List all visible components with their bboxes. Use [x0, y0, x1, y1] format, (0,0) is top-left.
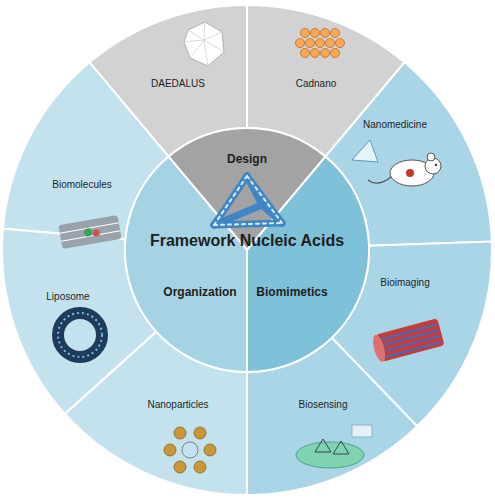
label-text: Organization: [163, 286, 236, 300]
category-label: Organization: [160, 284, 239, 302]
liposome-icon: [58, 313, 102, 357]
category-label: Design: [224, 151, 270, 169]
label-text: Biomimetics: [256, 286, 327, 300]
label-text: Biomolecules: [52, 179, 111, 191]
application-label: Liposome: [43, 289, 92, 305]
nanoparticle-icon: [164, 427, 216, 473]
application-label: Nanomedicine: [360, 117, 430, 133]
label-text: DAEDALUS: [151, 78, 205, 90]
label-text: Liposome: [46, 291, 89, 303]
label-text: Nanomedicine: [363, 119, 427, 131]
center-title: Framework Nucleic Acids: [147, 230, 347, 252]
design-tool-label: Cadnano: [293, 76, 340, 92]
biomolecule-icon: [58, 215, 121, 249]
label-text: Cadnano: [296, 78, 337, 90]
bundle-icon: [371, 318, 445, 363]
label-text: Framework Nucleic Acids: [150, 232, 344, 250]
label-text: Biosensing: [299, 399, 348, 411]
application-label: Nanoparticles: [144, 397, 211, 413]
application-label: Bioimaging: [377, 275, 432, 291]
application-label: Biosensing: [296, 397, 351, 413]
category-label: Biomimetics: [253, 284, 330, 302]
sensor-icon: [296, 425, 372, 468]
label-text: Bioimaging: [380, 277, 429, 289]
polyhedron-icon: [184, 22, 224, 66]
honeycomb-icon: [296, 29, 345, 58]
application-label: Biomolecules: [49, 177, 114, 193]
sector-wedge: [247, 157, 369, 372]
label-text: Design: [227, 153, 267, 167]
label-text: Nanoparticles: [147, 399, 208, 411]
sector-wedge: [125, 157, 247, 372]
tetrahedron-icon: [214, 176, 282, 225]
mouse-icon: [352, 140, 441, 186]
design-tool-label: DAEDALUS: [148, 76, 208, 92]
